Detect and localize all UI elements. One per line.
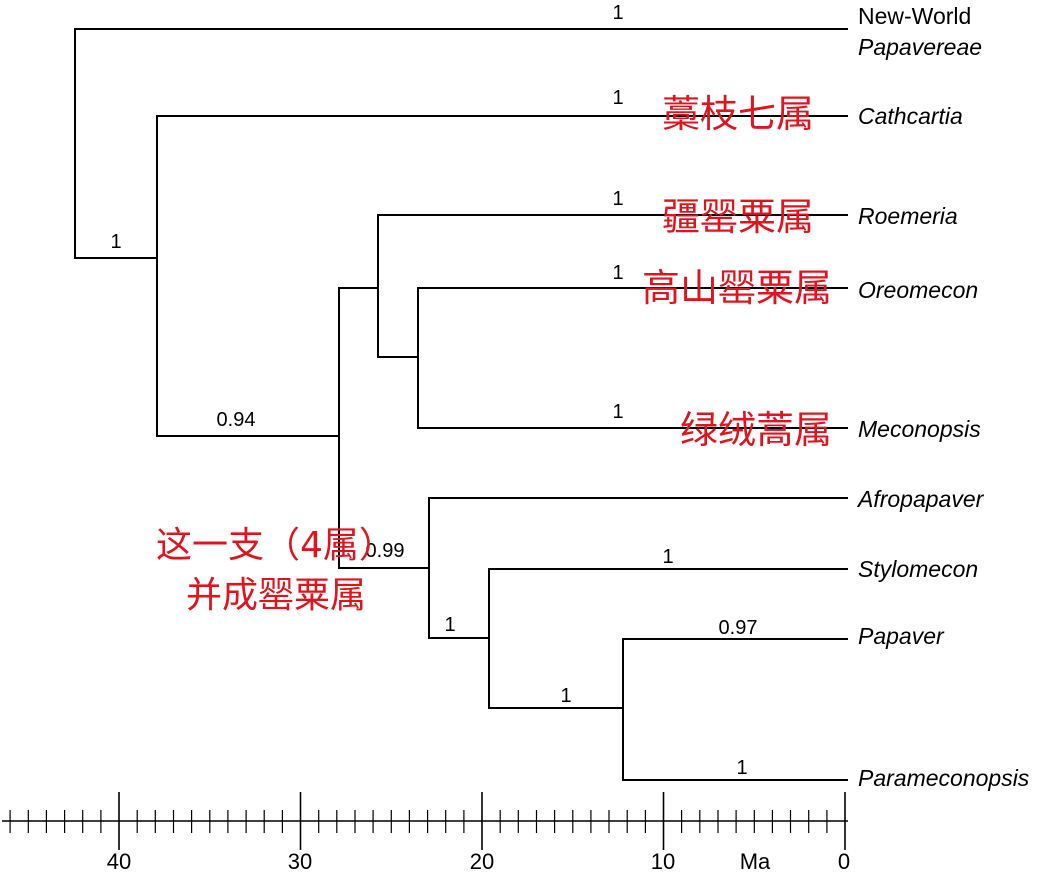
time-scale: 40 30 20 10 Ma 0: [2, 792, 850, 874]
axis-label-30: 30: [288, 849, 312, 874]
taxon-roemeria: Roemeria: [858, 203, 958, 229]
tree-branches: [74, 28, 848, 781]
support-root-node: 1: [110, 231, 121, 253]
annotation-oreomecon-cn: 高山罂粟属: [642, 266, 832, 310]
support-roemeria: 1: [612, 188, 623, 210]
annotation-clade-note-line1: 这一支（4属）: [156, 525, 395, 566]
annotation-meconopsis-cn: 绿绒蒿属: [680, 408, 832, 452]
taxon-papaver: Papaver: [858, 623, 945, 649]
support-node-099: 0.99: [366, 540, 405, 562]
taxon-stylomecon: Stylomecon: [858, 556, 978, 582]
support-node-papaver-group: 1: [560, 685, 571, 707]
annotation-cathcartia-cn: 藁枝七属: [662, 92, 814, 136]
axis-label-20: 20: [470, 849, 494, 874]
axis-label-10: 10: [651, 849, 675, 874]
taxon-cathcartia: Cathcartia: [858, 103, 963, 129]
taxon-oreomecon: Oreomecon: [858, 277, 978, 303]
support-stylomecon: 1: [662, 546, 673, 568]
annotation-roemeria-cn: 疆罂粟属: [662, 195, 814, 239]
axis-label-0: 0: [838, 849, 850, 874]
support-meconopsis: 1: [612, 401, 623, 423]
taxon-new-world-line2: Papavereae: [858, 34, 982, 60]
support-oreomecon: 1: [612, 262, 623, 284]
axis-unit-ma: Ma: [740, 849, 771, 874]
support-node-afro-group: 1: [444, 614, 455, 636]
axis-label-40: 40: [107, 849, 131, 874]
time-scale-ticks: [9, 792, 846, 850]
support-parameconopsis: 1: [736, 757, 747, 779]
taxon-meconopsis: Meconopsis: [858, 416, 981, 442]
chinese-annotations: 藁枝七属 疆罂粟属 高山罂粟属 绿绒蒿属 这一支（4属） 并成罂粟属: [156, 92, 832, 616]
taxon-afropapaver: Afropapaver: [856, 486, 985, 512]
support-cathcartia: 1: [612, 87, 623, 109]
support-papaver: 0.97: [719, 617, 758, 639]
taxon-labels: New-World Papavereae Cathcartia Roemeria…: [856, 3, 1030, 791]
support-new-world: 1: [612, 2, 623, 24]
support-values: 1 1 1 1 1 1 0.94 0.99 1 1 0.97 1 1: [110, 2, 757, 779]
support-node-094: 0.94: [217, 409, 256, 431]
taxon-new-world-line1: New-World: [858, 3, 971, 29]
annotation-clade-note-line2: 并成罂粟属: [186, 575, 366, 616]
taxon-parameconopsis: Parameconopsis: [858, 765, 1030, 791]
